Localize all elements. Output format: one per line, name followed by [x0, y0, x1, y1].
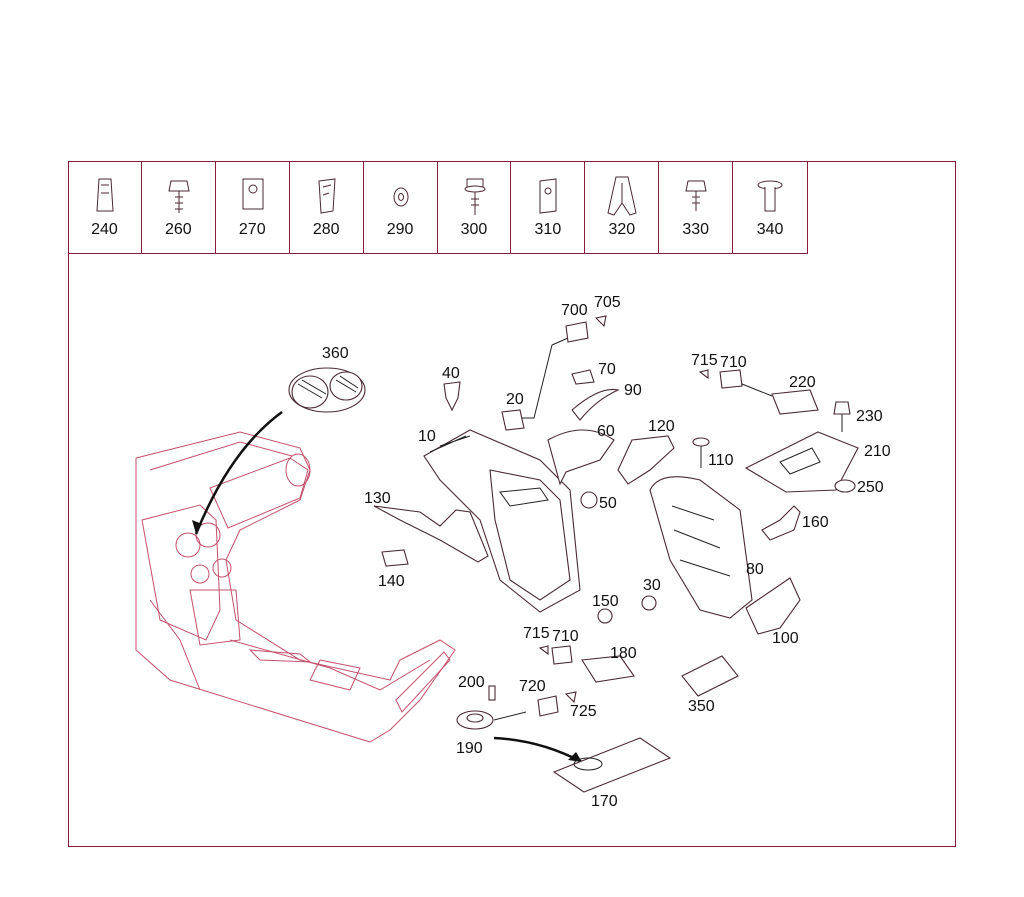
strip-number: 310 [534, 221, 562, 238]
part-120-bracket [617, 435, 675, 485]
clip-nut-icon [539, 178, 557, 214]
clip-nut-icon [242, 178, 264, 210]
part-40-push-clip [443, 381, 461, 412]
strip-number: 340 [756, 221, 784, 238]
strip-cell-240: 240 [68, 161, 142, 253]
callout-10: 10 [418, 428, 436, 445]
strip-cell-260: 260 [142, 161, 216, 253]
bolt-icon [685, 180, 707, 211]
dashboard-context-outline [135, 431, 456, 743]
callout-725: 725 [570, 703, 597, 720]
part-210-cover [744, 431, 859, 493]
part-700-connector [565, 315, 607, 343]
callout-720: 720 [519, 678, 546, 695]
part-130-side-trim [373, 505, 489, 563]
strip-number: 300 [460, 221, 488, 238]
part-10-center-console [423, 429, 581, 613]
strip-cell-330: 330 [659, 161, 734, 253]
callout-70: 70 [598, 361, 616, 378]
strip-cell-310: 310 [511, 161, 586, 253]
callout-200: 200 [458, 674, 485, 691]
strip-cell-340: 340 [733, 161, 807, 253]
callout-140: 140 [378, 573, 405, 590]
clip-icon [96, 178, 114, 212]
strip-cell-300: 300 [438, 161, 512, 253]
callout-180: 180 [610, 645, 637, 662]
spring-clip-icon [318, 178, 336, 214]
callout-715-upper: 715 [691, 352, 718, 369]
part-200-pin [488, 685, 496, 701]
part-250-grommet [834, 479, 856, 493]
part-80-panel [649, 476, 753, 619]
part-180-switch [538, 645, 635, 683]
callout-700: 700 [561, 302, 588, 319]
part-160-bracket [761, 505, 801, 541]
part-170-tray [552, 737, 672, 793]
callout-350: 350 [688, 698, 715, 715]
part-360-air-vent [192, 367, 366, 535]
expanding-clip-icon [607, 176, 637, 216]
fastener-parts-strip: 240 260 270 280 290 300 310 320 330 340 [68, 161, 808, 254]
part-30-nut [641, 595, 657, 611]
callout-170: 170 [591, 793, 618, 810]
callout-250: 250 [857, 479, 884, 496]
callout-150: 150 [592, 593, 619, 610]
strip-number: 290 [386, 221, 414, 238]
callout-50: 50 [599, 495, 617, 512]
callout-190: 190 [456, 740, 483, 757]
callout-220: 220 [789, 374, 816, 391]
strip-number: 240 [91, 221, 118, 238]
strip-cell-280: 280 [290, 161, 364, 253]
callout-100: 100 [772, 630, 799, 647]
part-90-trim [571, 388, 620, 421]
part-20-switch [501, 337, 569, 431]
callout-210: 210 [864, 443, 891, 460]
part-110-screw [692, 437, 710, 468]
part-50-grommet [580, 491, 598, 509]
callout-710-lower: 710 [552, 628, 579, 645]
screw-washer-icon [464, 178, 486, 215]
callout-230: 230 [856, 408, 883, 425]
callout-110: 110 [708, 452, 734, 469]
part-150-grommet [597, 608, 613, 624]
callout-90: 90 [624, 382, 642, 399]
part-60-cover [547, 429, 615, 486]
strip-number: 330 [682, 221, 710, 238]
strip-cell-320: 320 [585, 161, 660, 253]
washer-icon [393, 187, 409, 207]
callout-705: 705 [594, 294, 621, 311]
callout-20: 20 [506, 391, 524, 408]
strip-number: 270 [238, 221, 266, 238]
part-350-plate [681, 655, 739, 697]
callout-710-upper: 710 [720, 354, 747, 371]
part-140-clip [381, 549, 409, 567]
callout-130: 130 [364, 490, 391, 507]
callout-120: 120 [648, 418, 675, 435]
bolt-icon [168, 180, 190, 213]
callout-80: 80 [746, 561, 764, 578]
callout-715-lower: 715 [523, 625, 550, 642]
part-70-bracket [571, 369, 595, 385]
strip-number: 260 [165, 221, 192, 238]
part-220-switch [698, 369, 819, 415]
part-190-speaker [456, 691, 583, 764]
part-230-bolt [833, 401, 851, 432]
callout-360: 360 [322, 345, 349, 362]
diagram-frame [68, 161, 956, 847]
rivet-icon [757, 180, 783, 212]
strip-cell-270: 270 [216, 161, 290, 253]
strip-cell-290: 290 [364, 161, 438, 253]
callout-160: 160 [802, 514, 829, 531]
strip-number: 280 [312, 221, 340, 238]
strip-number: 320 [608, 221, 636, 238]
callout-30: 30 [643, 577, 661, 594]
part-100-frame [745, 577, 801, 635]
callout-60: 60 [597, 423, 615, 440]
callout-40: 40 [442, 365, 460, 382]
